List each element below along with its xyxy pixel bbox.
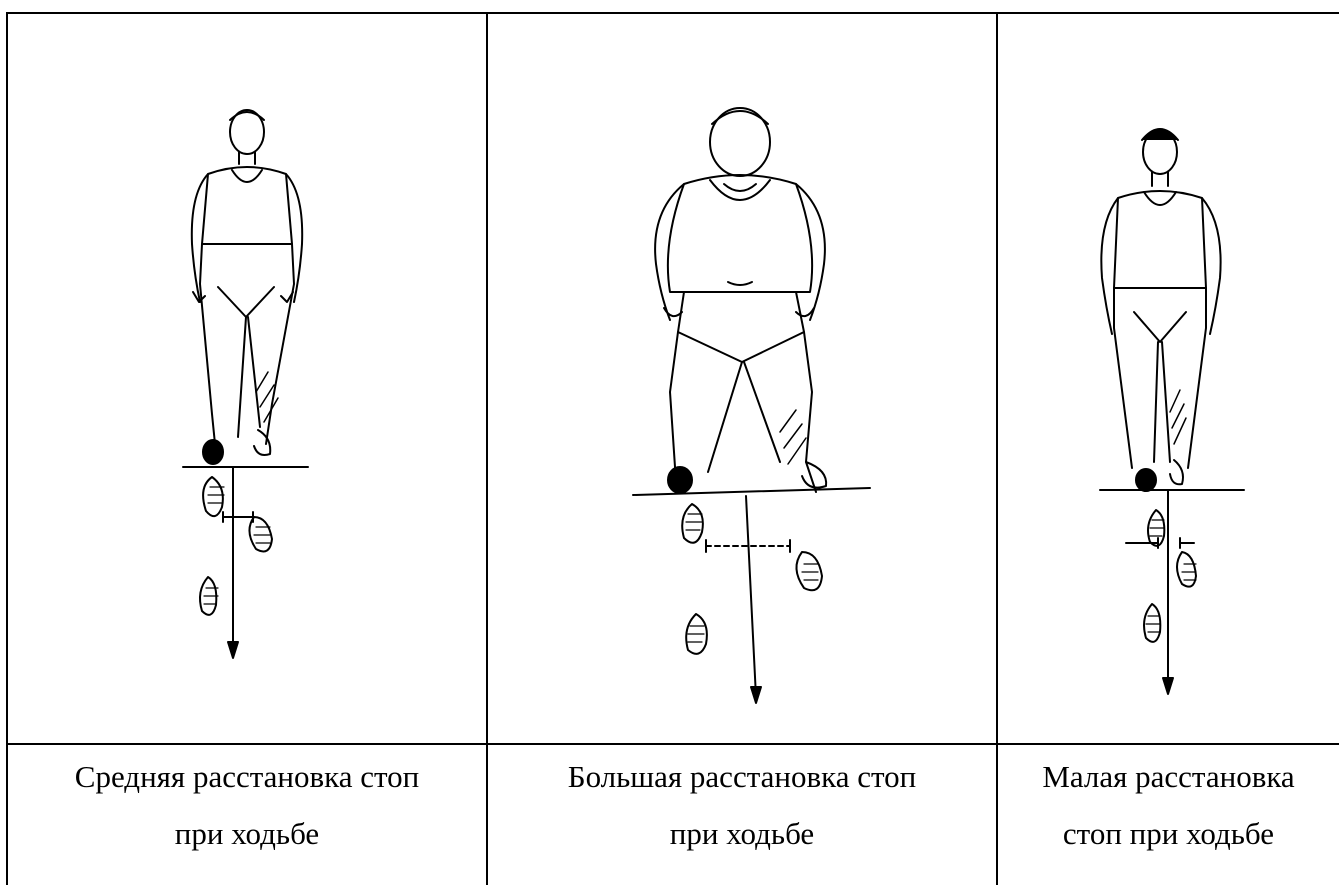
medium-stance-figure [8, 12, 486, 742]
caption-medium-line2: при ходьбе [8, 805, 486, 862]
large-stance-illustration [488, 12, 996, 742]
caption-large-line2: при ходьбе [488, 805, 996, 862]
small-stance-illustration [998, 12, 1339, 742]
caption-medium-line1: Средняя расстановка стоп [8, 748, 486, 805]
caption-small-line1: Малая расстановка [998, 748, 1339, 805]
medium-stance-illustration [8, 12, 486, 742]
caption-small: Малая расстановка стоп при ходьбе [998, 748, 1339, 885]
caption-large: Большая расстановка стоп при ходьбе [488, 748, 996, 885]
caption-large-line1: Большая расстановка стоп [488, 748, 996, 805]
caption-medium: Средняя расстановка стоп при ходьбе [8, 748, 486, 885]
caption-small-line2: стоп при ходьбе [998, 805, 1339, 862]
row-divider [6, 743, 1339, 745]
small-stance-figure [998, 12, 1339, 742]
large-stance-figure [488, 12, 996, 742]
